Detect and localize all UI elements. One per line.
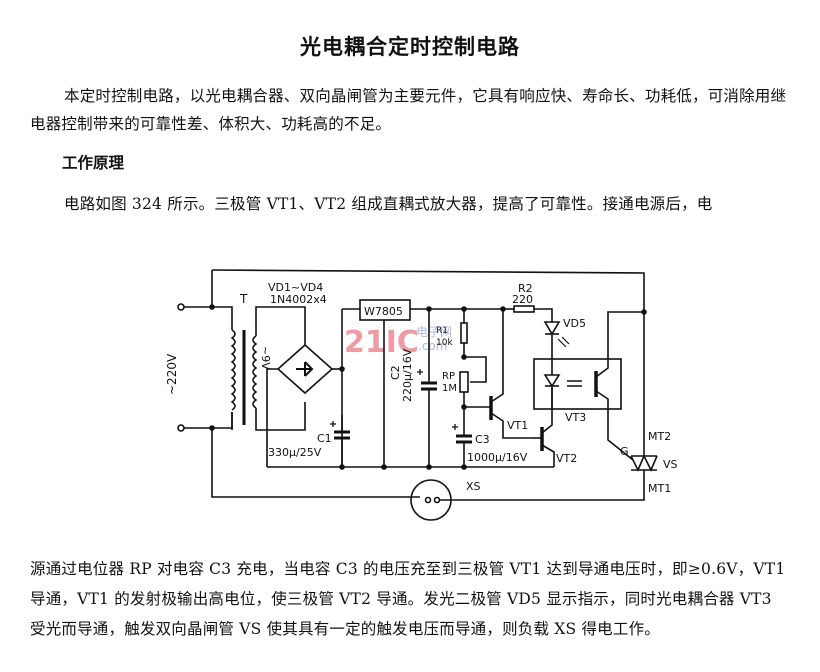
gate-label: G [620,445,629,458]
page-title: 光电耦合定时控制电路 [300,34,520,59]
vt1-label: VT1 [507,419,528,432]
regulator-w7805 [359,299,506,467]
terminal-bottom [177,424,185,432]
transistor-vt2 [532,388,555,467]
c3-value: 1000μ/16V [467,451,528,464]
resistor-r2 [506,305,553,322]
led-vd5 [543,321,570,356]
vt3-label: VT3 [565,411,586,424]
regulator-label: W7805 [364,305,403,318]
principle-paragraph-2: 源通过电位器 RP 对电容 C3 充电，当电容 C3 的电压充至到三极管 VT1… [30,560,786,638]
vt2-label: VT2 [556,452,577,465]
watermark-cn: 电子网 [416,325,452,339]
optocoupler-vt3 [533,309,647,461]
bridge-label: VD1~VD4 [268,281,323,294]
intro-paragraph: 本定时控制电路，以光电耦合器、双向晶闸管为主要元件，它具有响应快、寿命长、功耗低… [30,87,787,133]
supply-label: ~220V [165,353,179,395]
vd5-label: VD5 [563,317,586,330]
rp-value: 1M [442,383,457,394]
r2-label: R2 [518,282,533,295]
load-label: XS [466,480,481,493]
capacitor-c2 [417,306,437,467]
principle-paragraph-1: 电路如图 324 所示。三极管 VT1、VT2 组成直耦式放大器，提高了可靠性。… [64,195,713,213]
mt1-label: MT1 [648,482,671,495]
triac-vs [440,312,658,501]
wire-top-rail [211,269,645,312]
transformer [230,306,306,431]
potentiometer-rp [459,354,487,407]
watermark-brand: 21IC [344,325,419,360]
c1-label: C1 [317,432,332,445]
watermark: 21IC 电子网 .com [344,325,452,360]
bridge-part-label: 1N4002x4 [270,293,327,306]
r1-label: R1 [436,326,448,336]
secondary-label: ~9V [259,346,272,370]
load-socket-xs [410,479,452,521]
rp-label: RP [442,371,455,382]
c2-value: 220μ/16V [401,348,414,402]
r2-value: 220 [512,293,533,306]
capacitor-c1 [330,415,350,467]
transformer-label: T [239,292,248,306]
resistor-r1 [460,306,468,357]
transistor-vt1 [464,306,532,439]
c2-label: C2 [389,365,402,380]
mt2-label: MT2 [648,430,671,443]
capacitor-c3 [452,407,472,467]
c1-value: 330μ/25V [268,446,322,459]
watermark-domain: .com [418,339,447,353]
r1-value: 10k [436,338,453,348]
triac-label: VS [663,458,678,471]
section-heading: 工作原理 [62,154,125,172]
c3-label: C3 [475,433,490,446]
terminal-top [177,303,185,311]
